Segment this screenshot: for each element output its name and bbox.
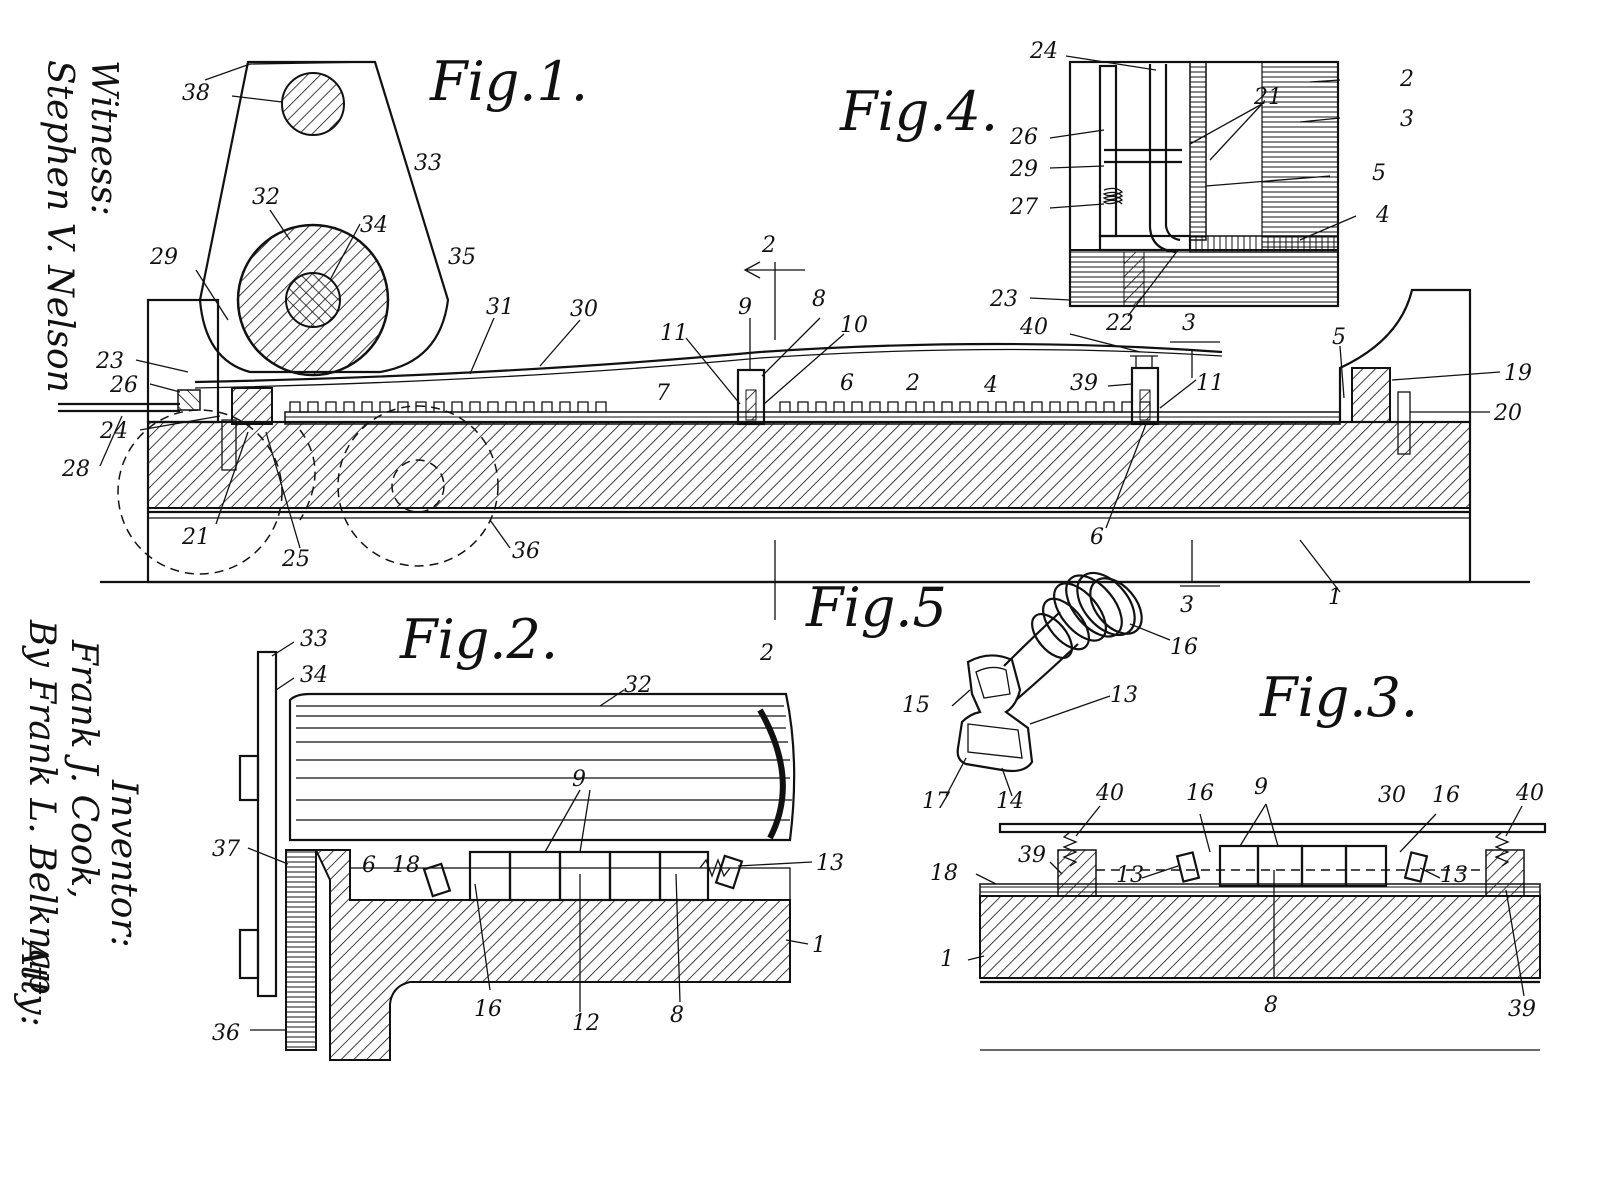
ref-numeral: 22: [1105, 311, 1134, 336]
ref-numeral: 7: [656, 381, 670, 406]
ref-numeral: 34: [300, 663, 328, 688]
ref-numeral: 5: [1372, 161, 1386, 186]
ref-numeral: 30: [570, 297, 598, 322]
inventor-block: Inventor: Frank J. Cook, By Frank L. Bel…: [13, 619, 144, 1027]
ref-numeral: 2: [905, 371, 920, 396]
ref-numeral: 26: [1009, 125, 1038, 150]
witness-signature: Stephen V. Nelson: [39, 60, 80, 393]
ref-numeral: 16: [1432, 783, 1460, 808]
ref-numeral: 1: [1328, 585, 1342, 610]
ref-numeral: 9: [1254, 775, 1268, 800]
ref-numeral: 18: [392, 853, 420, 878]
ref-numeral: 35: [448, 245, 476, 270]
ref-numeral: 13: [1440, 863, 1468, 888]
ref-numeral: 3: [1400, 107, 1414, 132]
inventor-name: Frank J. Cook,: [63, 639, 104, 899]
ref-numeral: 2: [761, 233, 776, 258]
figure-2: [240, 642, 812, 1060]
ref-numeral: 24: [99, 419, 128, 444]
attorney-label: Atty:: [13, 937, 54, 1027]
frame-section: [148, 422, 1470, 508]
ref-numeral: 3: [1180, 593, 1194, 618]
ref-numeral: 29: [149, 245, 178, 270]
ref-numeral: 26: [109, 373, 138, 398]
ref-numeral: 34: [360, 213, 388, 238]
ref-numeral: 31: [486, 295, 514, 320]
ref-numeral: 12: [572, 1011, 600, 1036]
fig4-title: Fig.4.: [839, 80, 998, 143]
ref-numeral: 21: [181, 525, 210, 550]
ref-numeral: 2: [759, 641, 774, 666]
ref-numeral: 24: [1029, 39, 1058, 64]
ref-numeral: 36: [212, 1021, 240, 1046]
ref-numeral: 6: [362, 853, 376, 878]
ref-numeral: 6: [840, 371, 854, 396]
ref-numeral: 15: [902, 693, 930, 718]
inventor-heading: Inventor:: [103, 779, 144, 948]
ref-numeral: 4: [1375, 203, 1390, 228]
ref-numeral: 23: [95, 349, 124, 374]
ref-numeral: 8: [1264, 993, 1278, 1018]
ref-numeral: 6: [1090, 525, 1104, 550]
ref-numeral: 39: [1018, 843, 1046, 868]
ref-numeral: 16: [474, 997, 502, 1022]
ref-numeral: 9: [738, 295, 752, 320]
ref-numeral: 13: [816, 851, 844, 876]
ref-numeral: 40: [1019, 315, 1048, 340]
ref-numeral: 14: [996, 789, 1024, 814]
ref-numeral: 16: [1170, 635, 1198, 660]
ref-numeral: 37: [212, 837, 240, 862]
ref-numeral: 3: [1182, 311, 1196, 336]
ref-numeral: 40: [1515, 781, 1544, 806]
ref-numeral: 36: [512, 539, 540, 564]
ref-numeral: 32: [252, 185, 280, 210]
rack-teeth: [290, 402, 1150, 412]
fig5-title: Fig.5: [805, 576, 947, 639]
ref-numeral: 21: [1253, 85, 1282, 110]
ref-numeral: 39: [1070, 371, 1098, 396]
fig3-title: Fig.3.: [1259, 666, 1418, 729]
witness-block: Witness: Stephen V. Nelson: [39, 60, 124, 393]
ref-numeral: 11: [1196, 371, 1224, 396]
ref-numeral: 18: [930, 861, 958, 886]
ref-numeral: 13: [1110, 683, 1138, 708]
ref-numeral: 39: [1508, 997, 1536, 1022]
ref-numeral: 9: [572, 767, 586, 792]
figure-5: [946, 562, 1170, 796]
ref-numeral: 33: [414, 151, 442, 176]
ref-numeral: 38: [182, 81, 210, 106]
ref-numeral: 29: [1009, 157, 1038, 182]
ref-numeral: 28: [61, 457, 90, 482]
ref-numeral: 8: [812, 287, 826, 312]
ref-numeral: 20: [1493, 401, 1522, 426]
ref-numeral: 1: [940, 947, 954, 972]
ref-numeral: 11: [660, 321, 688, 346]
ref-numeral: 1: [812, 933, 826, 958]
ref-numeral: 30: [1378, 783, 1406, 808]
shaft-38: [282, 73, 344, 135]
ref-numeral: 23: [989, 287, 1018, 312]
ref-numeral: 2: [1399, 67, 1414, 92]
ref-numeral: 8: [670, 1003, 684, 1028]
ref-numeral: 33: [300, 627, 328, 652]
ref-numeral: 5: [1332, 325, 1346, 350]
ref-numeral: 10: [840, 313, 868, 338]
fig1-title: Fig.1.: [429, 50, 588, 113]
ref-numeral: 13: [1116, 863, 1144, 888]
ref-numeral: 17: [922, 789, 950, 814]
figure-4: [1030, 56, 1356, 316]
ref-numeral: 27: [1009, 195, 1038, 220]
attorney-line: By Frank L. Belknap: [21, 619, 62, 994]
figure-3: [968, 804, 1545, 1050]
ref-numeral: 19: [1504, 361, 1532, 386]
witness-heading: Witness:: [83, 60, 124, 216]
ref-numeral: 4: [983, 373, 998, 398]
ref-numeral: 32: [624, 673, 652, 698]
ref-numeral: 40: [1095, 781, 1124, 806]
ref-numeral: 16: [1186, 781, 1214, 806]
fig2-title: Fig.2.: [399, 608, 558, 671]
ref-numeral: 25: [281, 547, 310, 572]
